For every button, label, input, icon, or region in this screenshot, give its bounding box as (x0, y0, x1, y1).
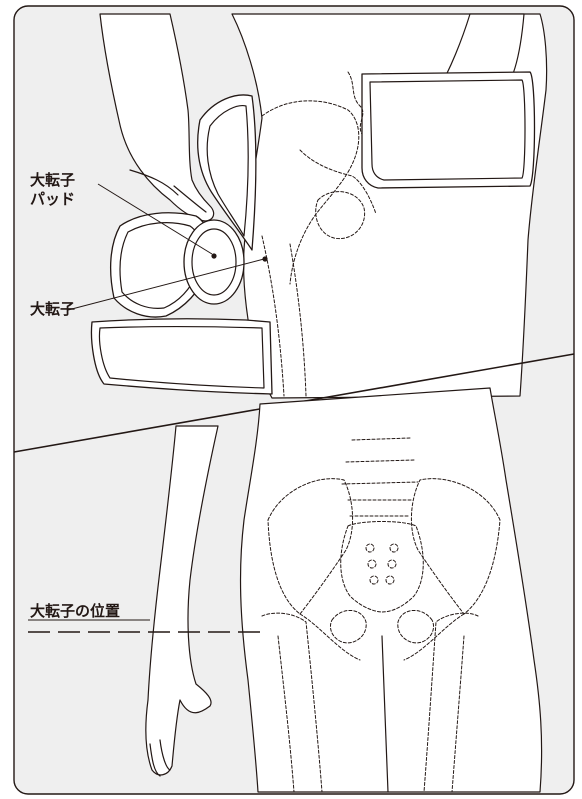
trochanter-pad (184, 220, 244, 304)
pad-center-dot (211, 253, 216, 258)
back-body-silhouette (241, 388, 542, 792)
hip-pad-belt (92, 319, 273, 394)
waist-belt-back (362, 72, 535, 188)
trochanter-label: 大転子 (30, 300, 75, 318)
pad-label-line1: 大転子 (30, 171, 75, 189)
pad-label-line2: パッド (30, 191, 75, 208)
trochanter-position-label: 大転子の位置 (30, 602, 120, 620)
